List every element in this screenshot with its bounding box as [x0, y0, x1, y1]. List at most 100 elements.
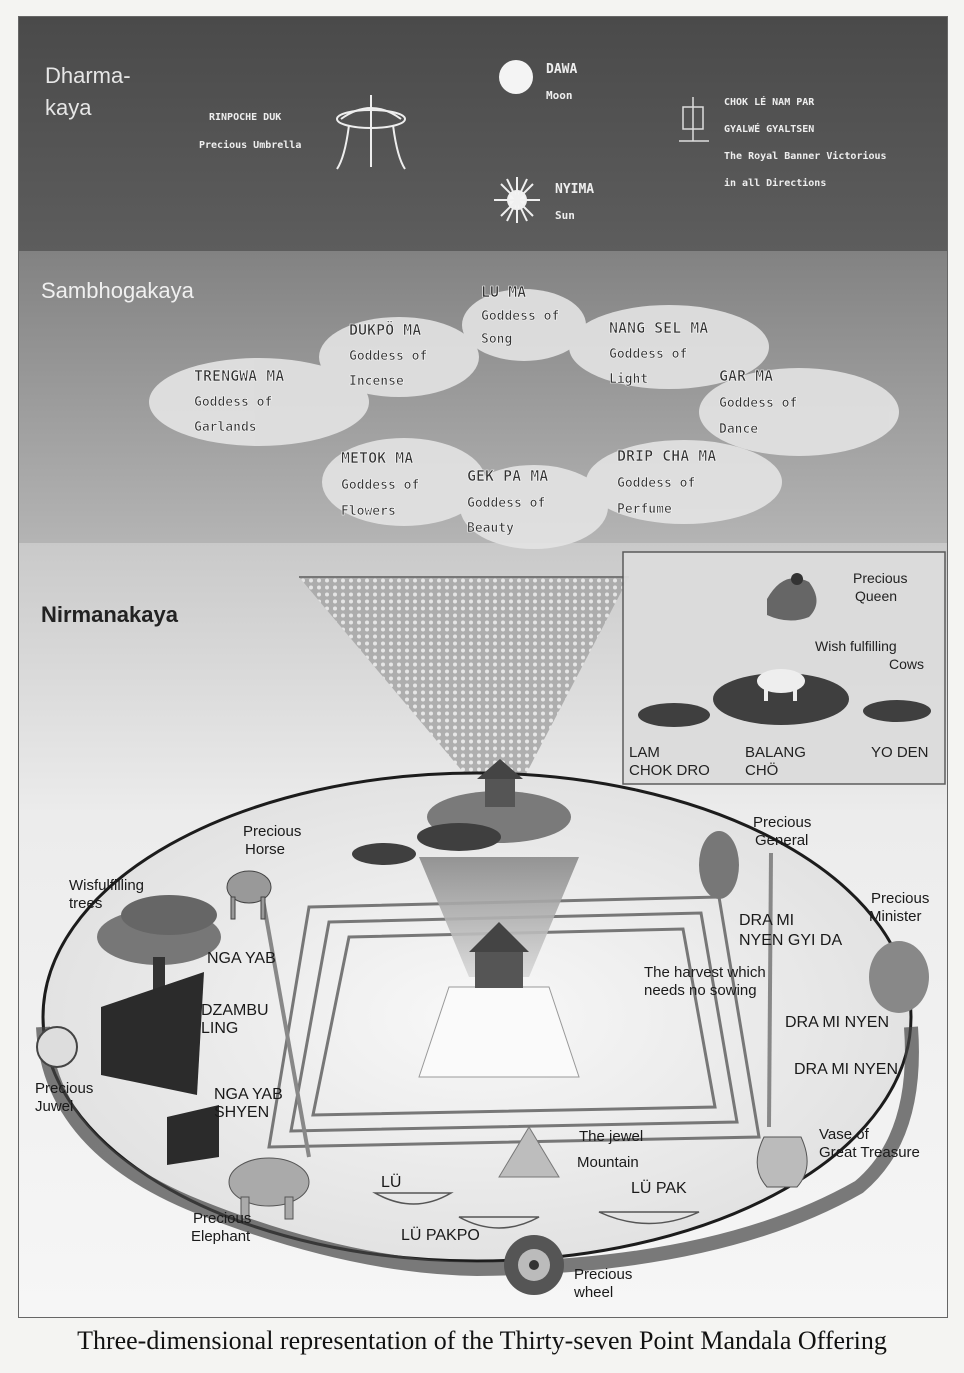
goddess-metok-name: METOK MA [341, 449, 413, 467]
jewel-icon [36, 1026, 78, 1068]
moon-label: DAWA [546, 62, 577, 77]
svg-text:Precious Horse Preciou: Precious Horse Precious General Wisfulfi… [35, 814, 934, 1301]
umbrella-sublabel: Precious Umbrella [199, 139, 301, 151]
nga-yab-shyen-continent [167, 1105, 219, 1165]
general-icon [699, 831, 739, 899]
dharmakaya-heading-1: Dharma- [45, 63, 131, 88]
offering-cone [299, 577, 629, 797]
nga-yab-label: NGA YAB [207, 950, 276, 967]
balang-cho-continent [713, 673, 849, 725]
elephant-icon [228, 1157, 310, 1220]
wheel-label-2: wheel [573, 1284, 613, 1301]
elephant-label-2: Elephant [191, 1228, 251, 1245]
svg-text:NYIMA Sun: NYIMA Sun [555, 182, 602, 222]
dzambu-ling-label-1: DZAMBU [201, 1002, 269, 1019]
goddess-dukpo-domain: Incense [349, 374, 404, 389]
balang-cho-label-1: BALANG [745, 744, 806, 761]
goddess-gar-domain: Dance [719, 422, 758, 437]
horse-label-2: Horse [245, 841, 285, 858]
cloud-metok [322, 438, 486, 526]
dark-continent-left [352, 843, 416, 865]
dzambu-ling-continent [101, 972, 204, 1095]
vase-icon [756, 1136, 808, 1188]
goddess-trengwa-domain: Garlands [194, 420, 257, 435]
goddess-dripcha-title: Goddess of [617, 476, 695, 491]
nirmanakaya-heading: Nirmanakaya [41, 602, 179, 627]
minister-label-2: Minister [869, 908, 922, 925]
umbrella-icon [336, 95, 406, 170]
svg-text:DAWA Moon: DAWA Moon [546, 62, 585, 102]
jewel-label-2: Juwel [35, 1098, 73, 1115]
goddess-gar-name: GAR MA [719, 367, 773, 385]
lu-continents [372, 1192, 700, 1229]
minister-icon [869, 941, 929, 1013]
queen-label-1: Precious [853, 570, 907, 586]
cloud-dripcha [586, 440, 782, 524]
minister-label-1: Precious [871, 890, 929, 907]
goddess-dukpo-title: Goddess of [349, 349, 427, 364]
balang-cho-label-2: CHÖ [745, 761, 778, 779]
lam-chok-dro-label-1: LAM [629, 744, 660, 761]
cow-icon [757, 669, 805, 701]
horse-icon [226, 870, 272, 920]
svg-text:Precious Queen Wish fu: Precious Queen Wish fulfilling Cows [815, 570, 924, 672]
harvest-label-1: The harvest which [644, 964, 766, 981]
cows-label-2: Cows [889, 656, 924, 672]
cloud-dukpo [319, 317, 479, 397]
lam-chok-dro-continent [638, 703, 710, 727]
cloud-gekpa [460, 465, 608, 549]
wheel-label-1: Precious [574, 1266, 632, 1283]
svg-text:CHOK LÉ NAM PAR GYALWÉ GYA: CHOK LÉ NAM PAR GYALWÉ GYALTSEN The Roya… [724, 95, 893, 189]
sambhogakaya-heading: Sambhogakaya [41, 278, 195, 303]
cloud-group [149, 289, 899, 549]
goddess-dripcha-name: DRIP CHA MA [617, 447, 716, 465]
sun-label: NYIMA [555, 182, 594, 197]
lam-chok-dro-label-2: CHOK DRO [629, 762, 710, 779]
goddess-gar-title: Goddess of [719, 396, 797, 411]
figure-caption: Three-dimensional representation of the … [77, 1326, 887, 1355]
svg-text:LU MA Goddess of Song: LU MA Goddess of Song DUKPÖ MA Goddess o… [194, 283, 806, 536]
moon-sublabel: Moon [546, 89, 573, 102]
mandala-diagram: Dharma- kaya Sambhogakaya Nirmanakaya RI… [19, 17, 947, 1317]
goddess-nangsel-title: Goddess of [609, 347, 687, 362]
sun-icon [494, 177, 540, 223]
goddess-lu-domain: Song [481, 332, 512, 347]
trees-label-1: Wisfulfilling [69, 877, 144, 894]
svg-text:LAM CHOK DRO BALANG: LAM CHOK DRO BALANG CHÖ YO DEN [629, 744, 929, 779]
general-label-2: General [755, 832, 808, 849]
stupa [418, 922, 580, 1078]
banner-label-1: CHOK LÉ NAM PAR [724, 95, 815, 108]
svg-text:RINPOCHE DUK Precious Umbr: RINPOCHE DUK Precious Umbrella [199, 112, 301, 151]
goddess-trengwa-name: TRENGWA MA [194, 367, 284, 385]
dharmakaya-band [19, 17, 947, 251]
dra-mi-nyen-gyi-da-label-2: NYEN GYI DA [739, 932, 842, 949]
goddess-dukpo-name: DUKPÖ MA [349, 320, 421, 339]
svg-text:Dharma- kaya: Dharma- kaya [45, 63, 137, 120]
dark-continent-center [417, 823, 501, 851]
horse-label-1: Precious [243, 823, 301, 840]
lu-pak-label: LÜ PAK [631, 1179, 687, 1197]
harvest-label-2: needs no sowing [644, 982, 757, 999]
jewel-mountain-label-2: Mountain [577, 1154, 639, 1171]
goddess-nangsel-name: NANG SEL MA [609, 319, 708, 337]
goddess-gekpa-name: GEK PA MA [467, 467, 548, 485]
cloud-trengwa [149, 358, 369, 446]
jewel-mountain-icon [498, 1126, 560, 1178]
umbrella-label: RINPOCHE DUK [209, 112, 281, 123]
yo-den-continent [863, 700, 931, 722]
goddess-metok-title: Goddess of [341, 478, 419, 493]
goddess-gekpa-domain: Beauty [467, 521, 514, 536]
goddess-metok-domain: Flowers [341, 504, 396, 519]
goddess-lu-name: LU MA [481, 283, 526, 301]
lu-label: LÜ [381, 1173, 401, 1191]
mount-meru [419, 857, 579, 977]
mandala-illustration: Dharma- kaya Sambhogakaya Nirmanakaya RI… [18, 16, 948, 1318]
banner-sublabel-2: in all Directions [724, 177, 826, 189]
vase-label-2: Great Treasure [819, 1144, 920, 1161]
goddess-lu-title: Goddess of [481, 309, 559, 324]
wheel-icon [504, 1235, 564, 1295]
dzambu-ling-label-2: LING [201, 1020, 238, 1037]
mount-meru-platform [267, 895, 761, 1149]
nga-yab-shyen-label-2: SHYEN [214, 1104, 269, 1121]
elephant-label-1: Precious [193, 1210, 251, 1227]
